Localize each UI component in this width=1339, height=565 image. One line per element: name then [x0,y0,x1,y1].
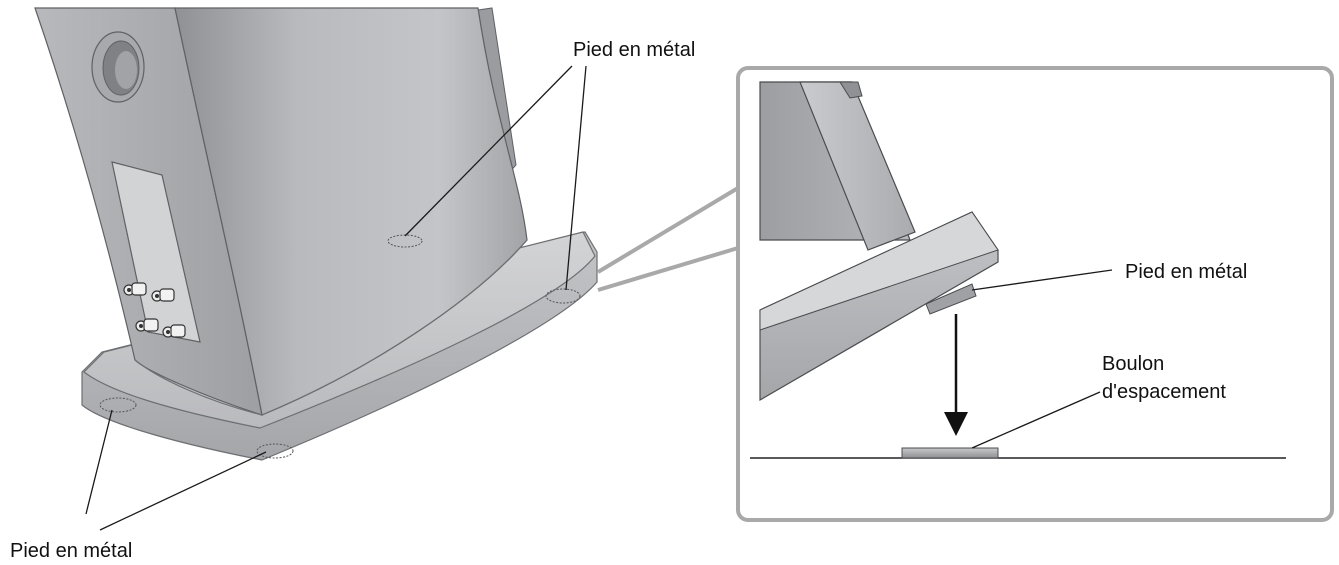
spacer-bolt [902,448,998,458]
label-spacer-bolt-line1: Boulon [1102,353,1164,375]
zoom-connector [598,188,738,290]
label-spacer-bolt-line2: d'espacement [1102,381,1226,403]
label-metal-foot-detail: Pied en métal [1125,261,1247,283]
label-metal-foot-bottom: Pied en métal [10,540,132,562]
detail-inset [738,68,1332,520]
label-metal-foot-top: Pied en métal [573,39,695,61]
binding-post [124,283,146,295]
binding-post [163,325,185,337]
binding-post [136,319,158,331]
binding-post [152,289,174,301]
speaker-main-view [35,8,597,460]
bass-port [92,32,144,102]
